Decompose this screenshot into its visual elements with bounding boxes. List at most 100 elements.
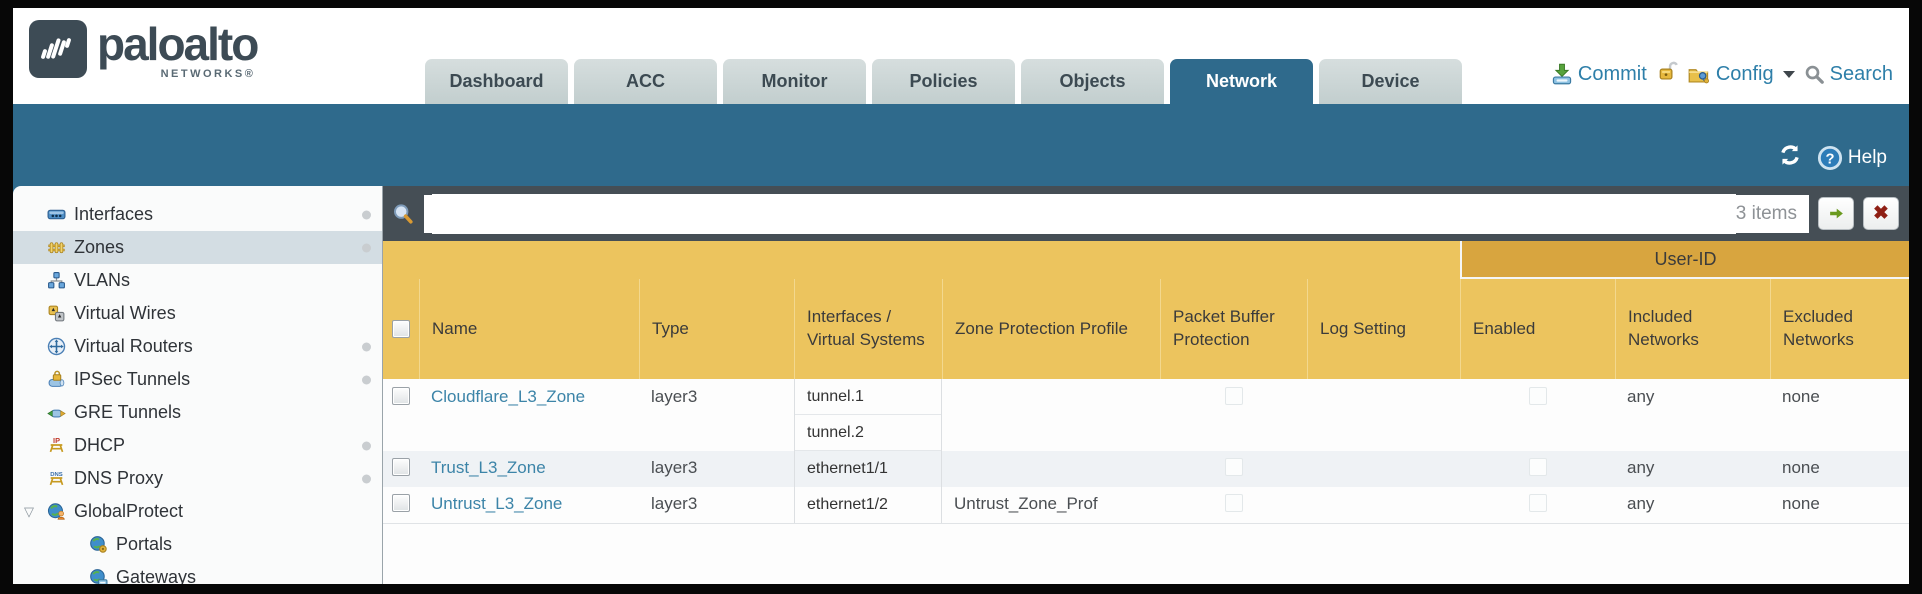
row-checkbox[interactable] <box>392 387 410 405</box>
config-dropdown[interactable]: Config <box>1687 63 1795 86</box>
svg-text:?: ? <box>1825 151 1834 167</box>
header-actions: Commit Config <box>1551 60 1893 88</box>
zones-icon <box>48 242 65 254</box>
col-header-log-setting[interactable]: Log Setting <box>1307 279 1460 379</box>
group-header-spacer <box>383 241 1460 279</box>
pin-dot <box>362 474 371 483</box>
sidebar-item-zones[interactable]: Zones <box>13 231 382 264</box>
excluded-networks: none <box>1782 458 1820 477</box>
unlock-icon[interactable] <box>1656 60 1678 88</box>
log-setting <box>1307 487 1460 523</box>
row-checkbox[interactable] <box>392 494 410 512</box>
search-label: Search <box>1829 62 1893 85</box>
user-id-enabled-checkbox[interactable] <box>1528 387 1547 405</box>
sidebar-item-vlans[interactable]: VLANs <box>13 264 382 297</box>
app-window: paloalto NETWORKS® Dashboard ACC Monitor… <box>13 8 1909 584</box>
interfaces-icon <box>47 209 66 220</box>
sidebar-item-dhcp[interactable]: IP DHCP <box>13 429 382 462</box>
excluded-networks: none <box>1782 387 1820 406</box>
commit-button[interactable]: Commit <box>1551 63 1647 86</box>
gre-tunnels-icon <box>47 409 66 418</box>
search-button[interactable]: Search <box>1804 63 1893 86</box>
svg-text:DNS: DNS <box>50 472 63 478</box>
tab-network[interactable]: Network <box>1170 59 1313 104</box>
logo-wordmark: paloalto <box>97 18 259 70</box>
table-row: Cloudflare_L3_Zone layer3 tunnel.1 tunne… <box>383 379 1909 451</box>
zones-table: User-ID Name Type Interfaces / Virtual S… <box>383 241 1909 524</box>
filter-input-area: 3 items <box>424 193 1809 234</box>
row-checkbox[interactable] <box>392 458 410 476</box>
zone-interfaces-cell: ethernet1/1 <box>794 451 942 487</box>
sidebar-item-label: DNS Proxy <box>74 468 164 488</box>
interface-value: ethernet1/2 <box>807 496 888 513</box>
col-header-type[interactable]: Type <box>639 279 794 379</box>
tab-policies[interactable]: Policies <box>872 59 1015 104</box>
user-id-enabled-checkbox[interactable] <box>1528 458 1547 476</box>
sidebar-item-label: DHCP <box>74 435 126 455</box>
sidebar-item-ipsec-tunnels[interactable]: IPSec Tunnels <box>13 363 382 396</box>
sidebar-item-virtual-routers[interactable]: Virtual Routers <box>13 330 382 363</box>
pin-dot <box>362 210 371 219</box>
col-header-included-networks[interactable]: Included Networks <box>1615 279 1770 379</box>
packet-buffer-protection-checkbox[interactable] <box>1224 458 1243 476</box>
zone-protection-profile <box>942 451 1160 487</box>
col-header-zone-protection-profile[interactable]: Zone Protection Profile <box>942 279 1160 379</box>
tab-device[interactable]: Device <box>1319 59 1462 104</box>
table-filter-bar: 3 items ✖ <box>383 186 1909 241</box>
packet-buffer-protection-checkbox[interactable] <box>1224 387 1243 405</box>
help-button[interactable]: ? Help <box>1817 145 1887 171</box>
teal-band: ? Help <box>13 104 1909 186</box>
sidebar-item-gateways[interactable]: Gateways <box>13 561 382 584</box>
col-header-excluded-networks[interactable]: Excluded Networks <box>1770 279 1909 379</box>
zone-name-link[interactable]: Trust_L3_Zone <box>431 458 546 477</box>
included-networks: any <box>1627 387 1655 406</box>
included-networks: any <box>1627 494 1655 513</box>
sidebar-item-label: Portals <box>116 534 173 554</box>
sidebar-item-virtual-wires[interactable]: Virtual Wires <box>13 297 382 330</box>
packet-buffer-protection-checkbox[interactable] <box>1224 494 1243 512</box>
sidebar-item-portals[interactable]: Portals <box>13 528 382 561</box>
sidebar-item-label: Virtual Routers <box>74 336 193 356</box>
sidebar-item-label: Zones <box>74 237 125 257</box>
filter-magnifier-icon[interactable] <box>391 202 415 226</box>
col-header-enabled[interactable]: Enabled <box>1460 279 1615 379</box>
zones-table-header: User-ID Name Type Interfaces / Virtual S… <box>383 241 1909 379</box>
vlans-icon <box>48 272 65 289</box>
commit-icon <box>1552 63 1572 85</box>
zone-protection-profile <box>942 379 1160 451</box>
col-header-name[interactable]: Name <box>419 279 639 379</box>
col-header-interfaces[interactable]: Interfaces / Virtual Systems <box>794 279 942 379</box>
tab-acc[interactable]: ACC <box>574 59 717 104</box>
tab-monitor[interactable]: Monitor <box>723 59 866 104</box>
tab-objects[interactable]: Objects <box>1021 59 1164 104</box>
svg-text:IP: IP <box>53 436 60 445</box>
expand-triangle-icon[interactable]: ▽ <box>24 503 34 519</box>
excluded-networks: none <box>1782 494 1820 513</box>
globalprotect-icon <box>47 503 65 520</box>
sidebar-item-globalprotect[interactable]: ▽ GlobalProtect <box>13 495 382 528</box>
clear-filter-button[interactable]: ✖ <box>1863 197 1899 230</box>
table-row: Trust_L3_Zone layer3 ethernet1/1 any non… <box>383 451 1909 487</box>
col-header-packet-buffer-protection[interactable]: Packet Buffer Protection <box>1160 279 1307 379</box>
dropdown-caret-icon <box>1782 70 1795 78</box>
network-sidebar: Interfaces Zones <box>13 186 383 584</box>
zone-name-link[interactable]: Cloudflare_L3_Zone <box>431 387 586 406</box>
log-setting <box>1307 379 1460 451</box>
sidebar-item-label: Gateways <box>116 567 197 584</box>
pin-dot <box>362 342 371 351</box>
select-all-checkbox[interactable] <box>392 320 410 338</box>
config-label: Config <box>1715 62 1774 85</box>
apply-filter-button[interactable] <box>1818 197 1854 230</box>
refresh-button[interactable] <box>1777 142 1803 174</box>
sidebar-item-interfaces[interactable]: Interfaces <box>13 198 382 231</box>
items-count: 3 items <box>1735 202 1797 224</box>
sidebar-item-dns-proxy[interactable]: DNS DNS Proxy <box>13 462 382 495</box>
commit-label: Commit <box>1577 62 1647 85</box>
dhcp-icon: IP <box>49 436 64 453</box>
user-id-enabled-checkbox[interactable] <box>1528 494 1547 512</box>
sidebar-item-label: GlobalProtect <box>74 501 184 521</box>
zone-name-link[interactable]: Untrust_L3_Zone <box>431 494 563 513</box>
tab-dashboard[interactable]: Dashboard <box>425 59 568 104</box>
filter-input[interactable] <box>432 193 1736 234</box>
sidebar-item-gre-tunnels[interactable]: GRE Tunnels <box>13 396 382 429</box>
